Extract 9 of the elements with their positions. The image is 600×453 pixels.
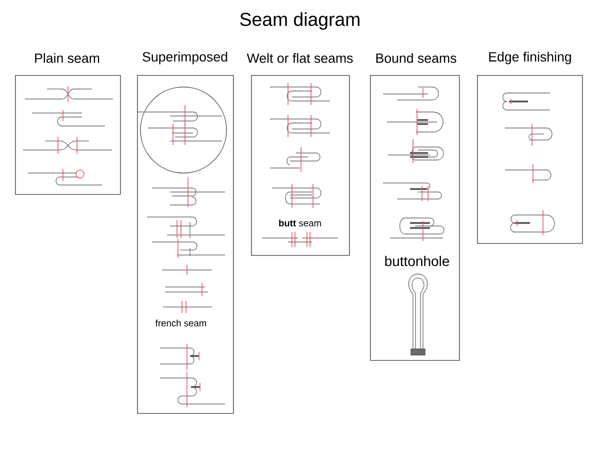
panel-heading: Superimposed — [142, 52, 228, 64]
panel-heading: Bound seams — [376, 53, 456, 63]
panel-heading: Plain seam — [35, 53, 100, 63]
seam-caption: french seam — [155, 320, 206, 326]
title: Seam diagram — [240, 12, 360, 30]
seam-caption: butt seam — [279, 220, 321, 226]
panel-heading: Edge finishing — [489, 52, 571, 64]
panel-heading: Welt or flat seams — [246, 53, 353, 63]
seam-caption: buttonhole — [385, 256, 450, 266]
